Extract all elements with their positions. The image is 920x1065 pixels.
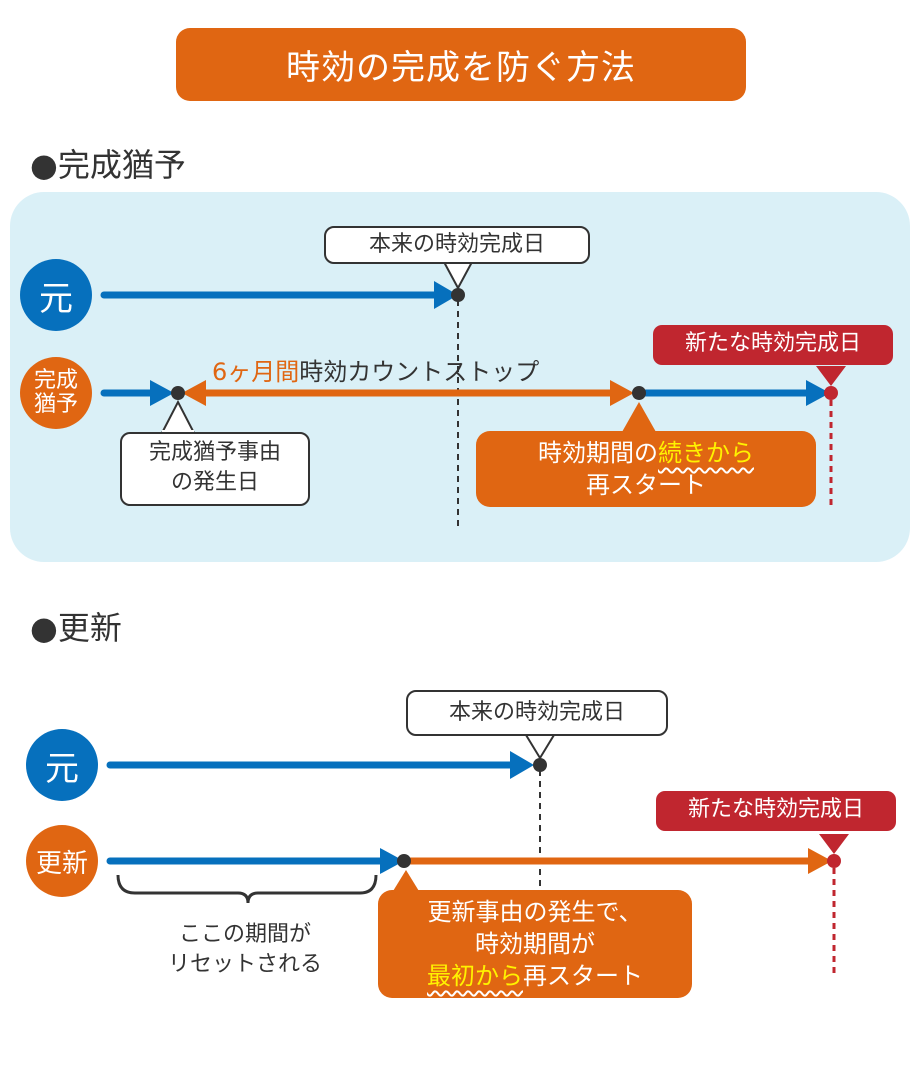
resume-callout: 時効期間の続きから 再スタート — [476, 431, 816, 507]
new-completion-dot — [824, 386, 838, 400]
row-badge-suspension: 完成 猶予 — [20, 357, 92, 429]
callout-pointer — [442, 261, 474, 291]
callout-text: 時効期間の — [538, 439, 658, 467]
arrowhead-icon — [806, 380, 830, 406]
callout-pointer — [161, 399, 195, 432]
callout-text-line1: 更新事由の発生で、 — [427, 898, 643, 926]
row-badge-original: 元 — [26, 729, 98, 801]
callout-text: 再スタート — [523, 962, 643, 990]
row-badge-renewal: 更新 — [26, 825, 98, 897]
callout-text-line2: の発生日 — [170, 470, 259, 495]
note-line2: リセットされる — [167, 952, 322, 977]
suspension-duration: 6ヶ月間 — [212, 358, 300, 386]
new-completion-callout: 新たな時効完成日 — [656, 791, 896, 831]
suspension-period-label: 6ヶ月間時効カウントストップ — [212, 352, 539, 387]
callout-text: 本来の時効完成日 — [368, 232, 545, 257]
arrowhead-icon — [510, 751, 534, 779]
callout-highlight: 最初から — [427, 962, 523, 990]
arrowhead-icon — [380, 848, 404, 874]
section-heading-renewal: ●更新 — [30, 609, 122, 647]
callout-highlight: 続きから — [658, 439, 754, 467]
new-completion-callout: 新たな時効完成日 — [653, 325, 893, 365]
row-badge-label: 更新 — [35, 848, 88, 879]
reset-period-note: ここの期間が リセットされる — [140, 920, 350, 980]
suspension-event-callout: 完成猶予事由 の発生日 — [120, 432, 310, 506]
row-badge-original: 元 — [20, 259, 92, 331]
title-banner: 時効の完成を防ぐ方法 — [176, 28, 746, 101]
renewal-callout: 更新事由の発生で、 時効期間が 最初から再スタート — [378, 890, 692, 998]
arrowhead-icon — [808, 848, 832, 874]
row-badge-label: 元 — [45, 748, 79, 789]
callout-text-line2: 再スタート — [586, 471, 706, 499]
row-badge-label-line2: 猶予 — [33, 392, 78, 417]
new-completion-dot — [827, 854, 841, 868]
row-badge-label: 元 — [39, 278, 73, 319]
original-completion-dot — [533, 758, 547, 772]
callout-pointer — [819, 834, 849, 854]
callout-pointer — [390, 870, 422, 896]
callout-pointer — [524, 734, 556, 760]
suspension-event-dot — [171, 386, 185, 400]
callout-text: 新たな時効完成日 — [687, 797, 864, 822]
row-badge-label-line1: 完成 — [33, 368, 78, 393]
section-heading-suspension: ●完成猶予 — [30, 146, 186, 184]
arrowhead-left-icon — [182, 380, 206, 406]
arrowhead-icon — [434, 281, 458, 309]
original-completion-dot — [451, 288, 465, 302]
note-line1: ここの期間が — [178, 922, 311, 947]
renewal-event-dot — [397, 854, 411, 868]
original-completion-callout: 本来の時効完成日 — [324, 226, 590, 264]
reset-period-brace — [116, 874, 378, 904]
resume-dot — [632, 386, 646, 400]
callout-text: 本来の時効完成日 — [448, 700, 625, 725]
original-completion-callout: 本来の時効完成日 — [406, 690, 668, 736]
arrowhead-icon — [150, 380, 174, 406]
suspension-description: 時効カウントストップ — [299, 358, 540, 386]
callout-pointer — [622, 402, 656, 432]
arrowhead-icon — [610, 380, 634, 406]
title-text: 時効の完成を防ぐ方法 — [286, 48, 636, 88]
callout-text: 新たな時効完成日 — [684, 331, 861, 356]
callout-text-line2: 時効期間が — [475, 930, 595, 958]
callout-pointer — [816, 366, 846, 386]
callout-text-line1: 完成猶予事由 — [148, 440, 281, 465]
